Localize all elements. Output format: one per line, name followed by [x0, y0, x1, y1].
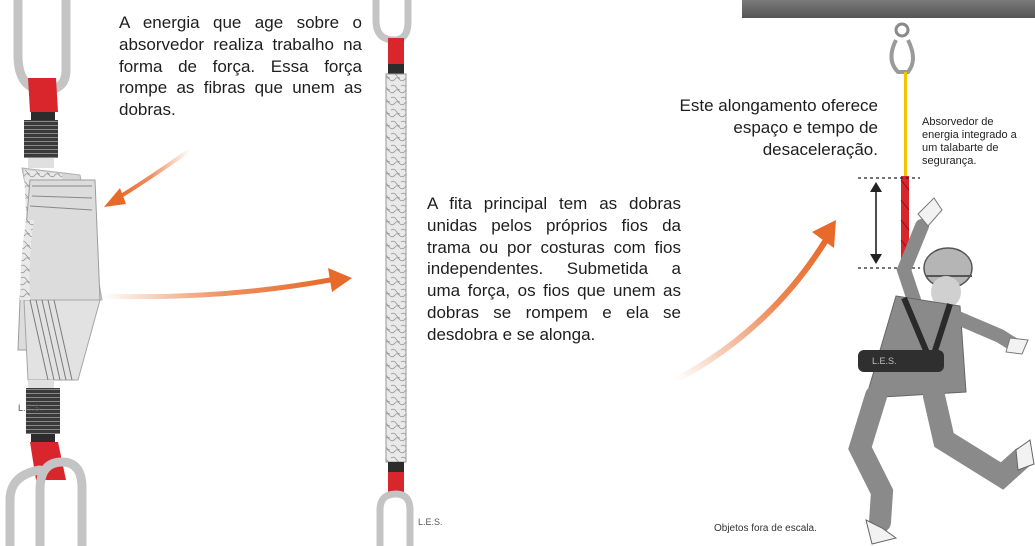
absorber-caption: Absorvedor de energia integrado a um tal…: [922, 116, 1017, 167]
snap-hook: [889, 39, 915, 74]
lanyard: [904, 72, 907, 176]
top-carabiner: [13, 0, 71, 95]
red-connector-top: [28, 78, 58, 112]
red-absorber-extended: [901, 176, 909, 268]
les-label-unfolded: L.E.S.: [418, 517, 443, 527]
stitch-band-bottom: [26, 388, 60, 434]
curved-arrow-icon: [99, 277, 333, 300]
folded-absorber: [5, 0, 103, 546]
les-label-harness: L.E.S.: [872, 356, 897, 366]
stitch-band-top: [24, 120, 58, 158]
unfolded-strap: [372, 0, 414, 546]
les-label-folded: L.E.S.: [18, 403, 43, 413]
scale-note: Objetos fora de escala.: [714, 523, 817, 534]
middle-strap-body: [385, 73, 407, 463]
fall-scene: [742, 0, 1035, 545]
energy-description: A energia que age sobre o absorvedor rea…: [119, 13, 362, 119]
worker-figure: [848, 197, 1035, 545]
main-strap-description: A fita principal tem as dobras unidas pe…: [427, 194, 681, 344]
curved-arrow-icon: [116, 148, 192, 200]
middle-bottom-carabiner: [376, 490, 414, 546]
bottom-carabiner: [5, 457, 87, 546]
elongation-description: Este alongamento oferece espaço e tempo …: [679, 96, 878, 159]
curved-arrow-icon: [673, 237, 829, 383]
harness-belt: [858, 350, 944, 372]
middle-red-bottom: [388, 472, 404, 496]
ceiling-beam: [742, 0, 1035, 18]
middle-red-top: [388, 38, 404, 64]
middle-top-carabiner: [372, 0, 412, 44]
